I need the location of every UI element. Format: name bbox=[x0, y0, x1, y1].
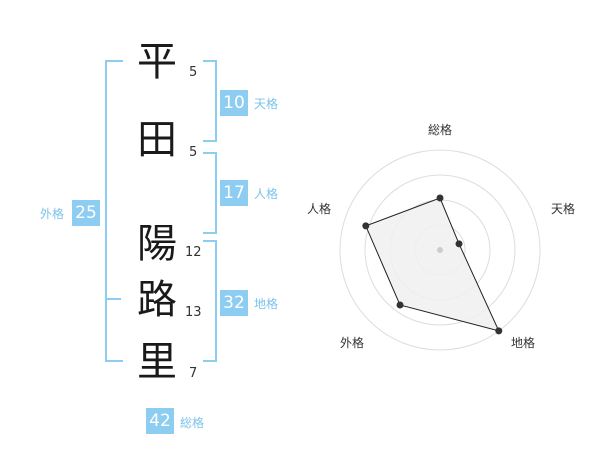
radar-label-chikaku: 地格 bbox=[511, 336, 536, 350]
radar-point bbox=[455, 240, 463, 248]
radar-ring bbox=[364, 174, 516, 326]
stroke-count-3: 12 bbox=[185, 245, 202, 260]
tenkaku-badge: 10 bbox=[220, 90, 248, 116]
gaikaku-bracket-divider bbox=[105, 298, 121, 300]
name-char-4: 路 bbox=[137, 277, 177, 323]
soukaku-label: 総格 bbox=[180, 416, 205, 430]
chikaku-badge: 32 bbox=[220, 290, 248, 316]
radar-point bbox=[436, 194, 444, 202]
radar-label-jinkaku: 人格 bbox=[307, 202, 332, 216]
radar-point bbox=[396, 301, 404, 309]
jinkaku-badge: 17 bbox=[220, 180, 248, 206]
stroke-count-5: 7 bbox=[189, 366, 198, 381]
jinkaku-bracket bbox=[203, 152, 217, 234]
tenkaku-bracket bbox=[203, 60, 217, 142]
radar-label-gaikaku: 外格 bbox=[340, 336, 365, 350]
gaikaku-bracket bbox=[105, 60, 123, 362]
tenkaku-label: 天格 bbox=[254, 97, 279, 111]
chikaku-label: 地格 bbox=[254, 297, 279, 311]
radar-label-tenkaku: 天格 bbox=[551, 202, 576, 216]
radar-points bbox=[362, 194, 503, 335]
radar-point bbox=[495, 327, 503, 335]
stroke-count-4: 13 bbox=[185, 305, 202, 320]
name-char-1: 平 bbox=[137, 39, 177, 85]
radar-polygon bbox=[365, 197, 500, 332]
gaikaku-label: 外格 bbox=[40, 207, 65, 221]
name-char-2: 田 bbox=[137, 117, 177, 163]
radar-ring bbox=[339, 149, 541, 351]
stroke-count-1: 5 bbox=[189, 65, 198, 80]
gaikaku-badge: 25 bbox=[72, 200, 100, 226]
jinkaku-label: 人格 bbox=[254, 187, 279, 201]
radar-label-soukaku: 総格 bbox=[428, 123, 453, 137]
radar-point bbox=[362, 222, 370, 230]
soukaku-badge: 42 bbox=[146, 408, 174, 434]
name-char-3: 陽 bbox=[137, 221, 177, 267]
stroke-count-2: 5 bbox=[189, 145, 198, 160]
chikaku-bracket bbox=[203, 240, 217, 362]
name-char-5: 里 bbox=[137, 339, 177, 385]
radar-center bbox=[437, 247, 443, 253]
